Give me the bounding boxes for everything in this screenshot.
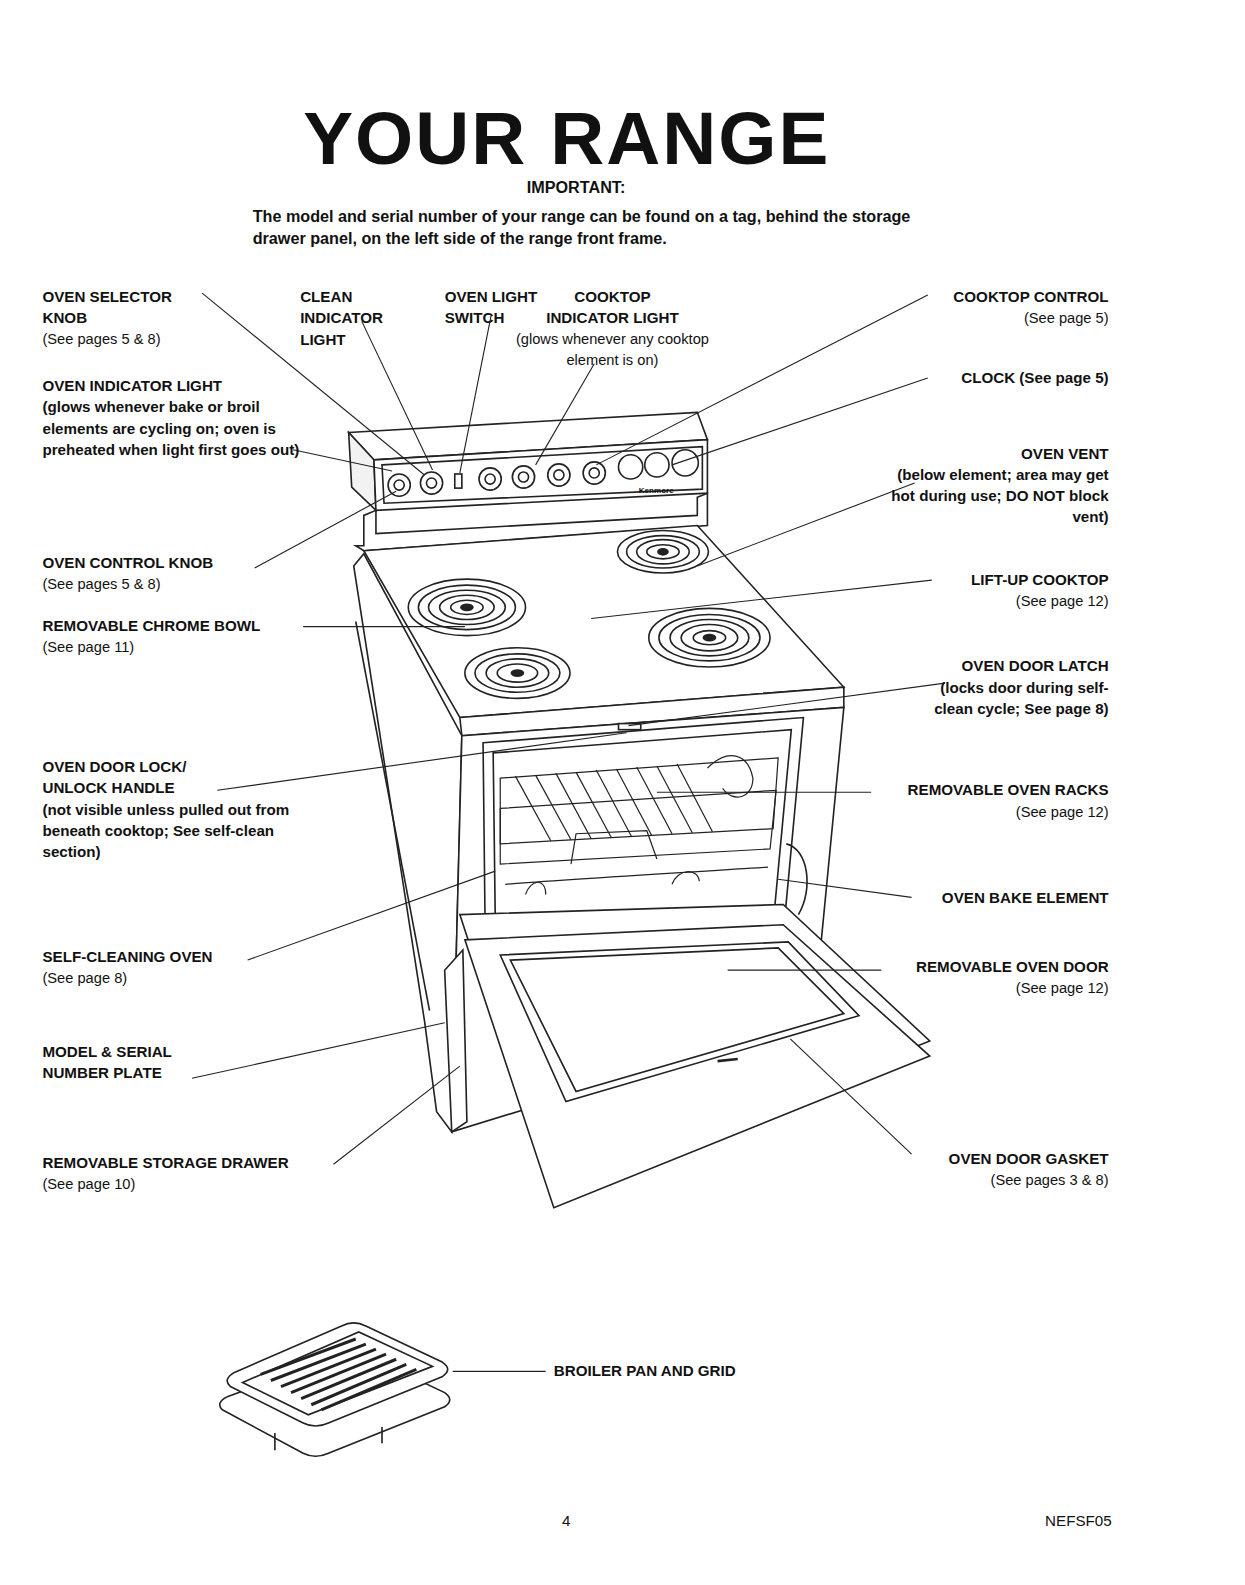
page-title: YOUR RANGE xyxy=(303,98,830,179)
part-note: (below element; area may get hot during … xyxy=(891,464,1108,528)
part-note: (glows whenever bake or broil elements a… xyxy=(42,396,307,460)
part-name: OVEN SELECTOR KNOB xyxy=(42,286,194,328)
page-reference: (See page 12) xyxy=(907,591,1109,612)
part-name: CLOCK (See page 5) xyxy=(907,367,1109,388)
part-name: REMOVABLE STORAGE DRAWER xyxy=(42,1152,345,1173)
part-name: REMOVABLE OVEN RACKS xyxy=(846,779,1109,800)
part-name: OVEN DOOR GASKET xyxy=(886,1148,1108,1169)
part-name: REMOVABLE CHROME BOWL xyxy=(42,614,325,635)
page-reference: (See page 5) xyxy=(907,308,1109,329)
page-reference: (See page 8) xyxy=(42,968,244,989)
page-reference: (See pages 3 & 8) xyxy=(907,1170,1109,1191)
page-reference: (See page 11) xyxy=(42,637,244,658)
part-name: COOKTOP CONTROL xyxy=(907,286,1109,307)
part-name: OVEN LIGHT SWITCH xyxy=(445,286,546,328)
part-name: MODEL & SERIAL NUMBER PLATE xyxy=(42,1041,183,1083)
document-code: NEFSF05 xyxy=(1011,1510,1112,1531)
page-reference: (See pages 5 & 8) xyxy=(42,574,244,595)
part-name: OVEN CONTROL KNOB xyxy=(42,552,274,573)
part-name: BROILER PAN AND GRID xyxy=(554,1360,807,1381)
part-name: OVEN VENT xyxy=(907,443,1109,464)
part-name: OVEN DOOR LOCK/ UNLOCK HANDLE xyxy=(42,756,244,798)
part-name: REMOVABLE OVEN DOOR xyxy=(846,956,1109,977)
part-name: OVEN INDICATOR LIGHT xyxy=(42,375,305,396)
page-number: 4 xyxy=(562,1510,592,1531)
part-note: (locks door during self-clean cycle; See… xyxy=(927,677,1109,719)
part-name: OVEN DOOR LATCH xyxy=(886,655,1108,676)
important-heading: IMPORTANT: xyxy=(485,177,667,198)
part-name: COOKTOP INDICATOR LIGHT xyxy=(538,286,688,328)
page-reference: (See page 12) xyxy=(907,978,1109,999)
part-name: CLEAN INDICATOR LIGHT xyxy=(300,286,406,350)
page-reference: (See page 10) xyxy=(42,1174,244,1195)
page-reference: (See page 12) xyxy=(907,801,1109,822)
part-note: (not visible unless pulled out from bene… xyxy=(42,798,300,862)
part-name: SELF-CLEANING OVEN xyxy=(42,946,274,967)
part-name: OVEN BAKE ELEMENT xyxy=(886,887,1108,908)
part-note: (glows whenever any cooktop element is o… xyxy=(511,328,713,370)
page-reference: (See pages 5 & 8) xyxy=(42,328,244,349)
brand-logo: Kenmore xyxy=(639,486,700,496)
part-name: LIFT-UP COOKTOP xyxy=(886,569,1108,590)
intro-note: The model and serial number of your rang… xyxy=(253,206,940,248)
